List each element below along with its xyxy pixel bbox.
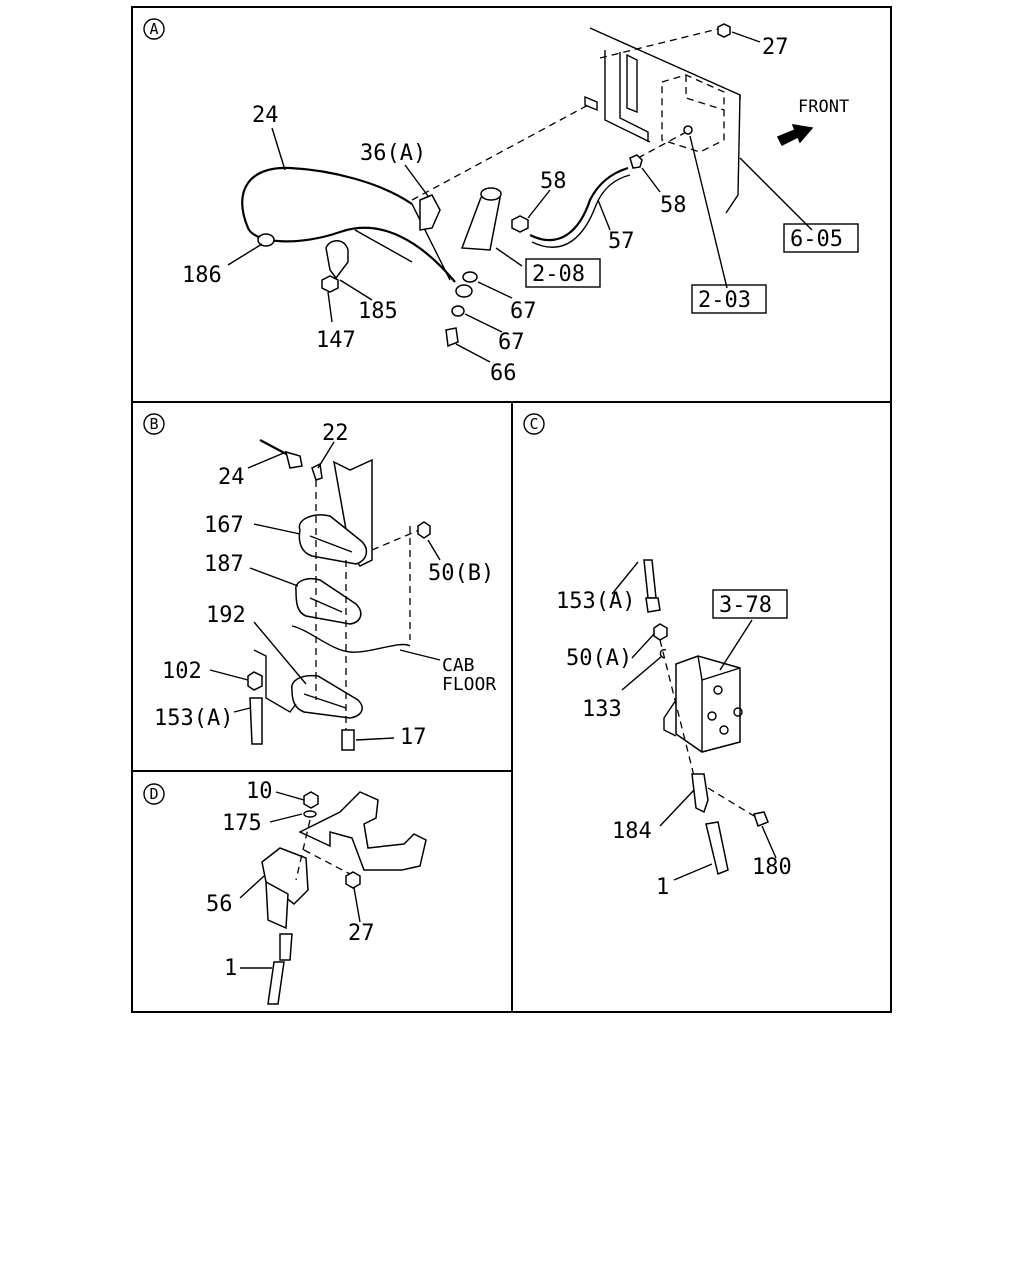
pipe-1-c (705, 821, 729, 876)
part-label: 175 (222, 811, 262, 836)
part-label: 147 (316, 328, 356, 353)
section-c-drawing (611, 559, 777, 881)
part-label: 10 (246, 779, 273, 804)
section-marker-c: C (523, 413, 545, 435)
part-label: 58 (540, 169, 567, 194)
part-label: 50(B) (428, 561, 494, 586)
part-label: 102 (162, 659, 202, 684)
cab-floor-label: CAB (442, 655, 475, 676)
part-label: 24 (252, 103, 279, 128)
clip-58-right (629, 154, 643, 169)
bolt-66 (445, 327, 459, 348)
plate-192 (291, 674, 363, 719)
washer-67-upper (462, 271, 478, 283)
part-label: 17 (400, 725, 427, 750)
clip-58-left (511, 215, 529, 233)
part-label: 36(A) (360, 141, 426, 166)
cab-floor-label: FLOOR (442, 674, 496, 695)
part-label: 27 (762, 35, 789, 60)
cable-24 (241, 166, 456, 283)
part-label: 66 (490, 361, 517, 386)
direction-label: FRONT (798, 97, 849, 117)
part-label: 50(A) (566, 646, 632, 671)
part-label: 192 (206, 603, 246, 628)
section-a-drawing (227, 23, 814, 363)
part-label: 180 (752, 855, 792, 880)
svg-text:D: D (149, 785, 158, 803)
nut-50a (653, 623, 668, 641)
part-label: 57 (608, 229, 635, 254)
section-a-reference-boxes: 6-05 2-08 2-03 (525, 223, 859, 314)
section-d-drawing (239, 791, 427, 1005)
bolt-153a-c (643, 559, 657, 599)
part-label: 187 (204, 552, 244, 577)
washer-175 (303, 810, 317, 818)
part-label: 27 (348, 921, 375, 946)
part-label: 1 (224, 956, 237, 981)
part-label: 167 (204, 513, 244, 538)
diagram-frames (131, 6, 892, 1013)
svg-text:A: A (149, 20, 158, 38)
part-label: 133 (582, 697, 622, 722)
part-label: 186 (182, 263, 222, 288)
clamp-186 (257, 233, 275, 247)
hose-57 (529, 166, 629, 242)
fitting-184 (691, 773, 709, 814)
part-label: 24 (218, 465, 245, 490)
reference-box: 2-08 (532, 262, 585, 287)
section-marker-b: B (143, 413, 165, 435)
clamp-185 (325, 240, 349, 280)
bolt-17 (341, 729, 355, 751)
reference-box: 3-78 (719, 593, 772, 618)
front-arrow-icon (776, 124, 814, 147)
part-label: 58 (660, 193, 687, 218)
plate-187 (295, 578, 362, 625)
part-label: 67 (510, 299, 537, 324)
section-marker-d: D (143, 783, 165, 805)
section-c-labels: 153(A) 50(A) 133 184 1 180 3-78 (556, 589, 792, 900)
reference-box: 6-05 (790, 227, 843, 252)
part-label: 153(A) (556, 589, 635, 614)
bracket-36a (419, 194, 441, 231)
reference-box: 2-03 (698, 288, 751, 313)
nut-102 (247, 671, 263, 691)
part-label: 56 (206, 892, 233, 917)
part-label: 67 (498, 330, 525, 355)
part-label: 1 (656, 875, 669, 900)
svg-text:B: B (149, 415, 158, 433)
clip-133 (659, 648, 667, 659)
nut-27 (717, 23, 731, 38)
svg-text:C: C (529, 415, 538, 433)
pipe-1-d (267, 961, 285, 1005)
nut-50b (417, 521, 431, 539)
nut-147 (321, 275, 339, 293)
nut-27-d (345, 871, 361, 889)
section-a-labels: 27 24 36(A) 58 58 57 186 185 147 67 67 6… (182, 35, 849, 386)
section-b-labels: 22 24 167 187 50(B) 192 102 153(A) 17 CA… (154, 421, 496, 750)
bracket-d (298, 791, 427, 871)
section-d-labels: 10 175 56 27 1 (206, 779, 375, 981)
cap-180 (753, 811, 769, 827)
section-marker-a: A (143, 18, 165, 40)
washer-67-lower (451, 305, 465, 317)
part-label: 153(A) (154, 706, 233, 731)
part-label: 184 (612, 819, 652, 844)
section-b-drawing (209, 439, 441, 751)
bolt-153a (249, 697, 263, 745)
part-label: 185 (358, 299, 398, 324)
nut-10 (303, 791, 319, 809)
part-label: 22 (322, 421, 349, 446)
